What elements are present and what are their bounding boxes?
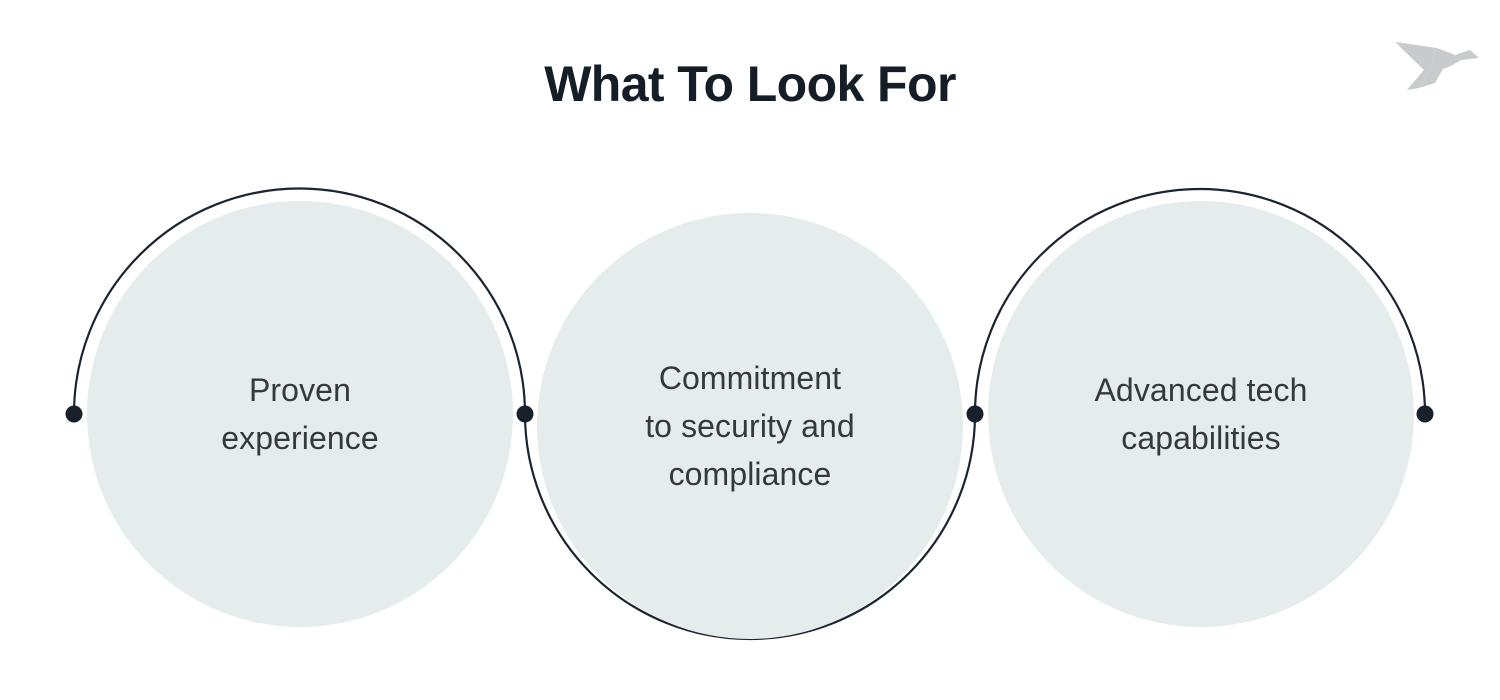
node-circle-advanced-tech-capabilities[interactable]: Advanced tech capabilities bbox=[988, 201, 1414, 627]
node-label: Proven experience bbox=[221, 372, 379, 456]
origami-bird-logo bbox=[1391, 20, 1483, 92]
node-circle-proven-experience[interactable]: Proven experience bbox=[87, 201, 513, 627]
connector-dot-1-2 bbox=[516, 405, 534, 423]
connector-dot-end bbox=[1416, 405, 1434, 423]
node-label: Commitment to security and compliance bbox=[645, 360, 855, 492]
connector-dot-start bbox=[65, 405, 83, 423]
page-title: What To Look For bbox=[544, 56, 956, 112]
node-circle-commitment-security-compliance[interactable]: Commitment to security and compliance bbox=[537, 213, 963, 639]
node-label: Advanced tech capabilities bbox=[1094, 372, 1308, 456]
connector-dot-2-3 bbox=[966, 405, 984, 423]
